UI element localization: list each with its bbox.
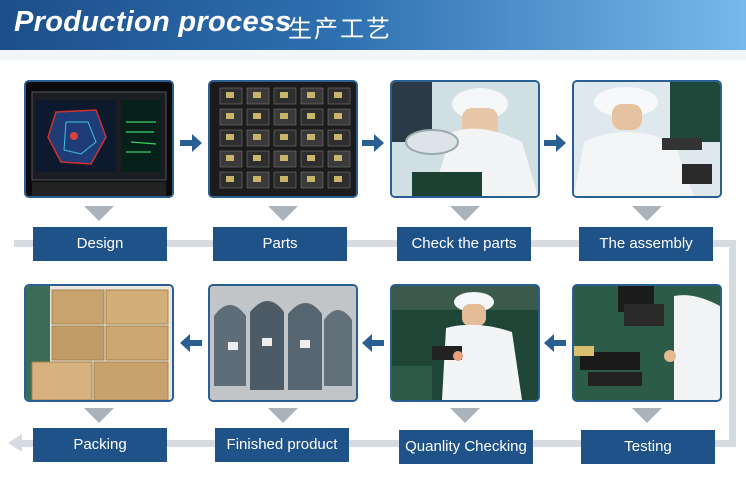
pointer-check-parts [450,206,480,221]
flow-arrowhead [8,434,22,452]
header-shadow [0,50,746,60]
step-label-packing: Packing [33,428,167,462]
pointer-testing [632,408,662,423]
photo-packing [24,284,174,402]
left-arrow-icon [362,334,384,352]
step-label-finished-product: Finished product [215,428,349,462]
flow-line-top [14,240,736,247]
pointer-quality-checking [450,408,480,423]
pointer-assembly [632,206,662,221]
photo-assembly [572,80,722,198]
step-label-check-parts: Check the parts [397,227,531,261]
step-label-parts: Parts [213,227,347,261]
pointer-parts [268,206,298,221]
photo-testing [572,284,722,402]
step-label-testing: Testing [581,430,715,464]
pointer-design [84,206,114,221]
flow-line-right [729,240,736,447]
step-label-assembly: The assembly [579,227,713,261]
left-arrow-icon [544,334,566,352]
pointer-packing [84,408,114,423]
photo-design [24,80,174,198]
right-arrow-icon [544,134,566,152]
flow-line-bottom [22,440,736,447]
header-banner: Production process 生产工艺 [0,0,746,50]
step-label-design: Design [33,227,167,261]
pointer-finished-product [268,408,298,423]
right-arrow-icon [180,134,202,152]
photo-finished-product [208,284,358,402]
photo-parts [208,80,358,198]
page-title: Production process [14,6,292,38]
right-arrow-icon [362,134,384,152]
step-label-quality-checking: Quanlity Checking [399,430,533,464]
photo-quality-checking [390,284,540,402]
photo-check-parts [390,80,540,198]
left-arrow-icon [180,334,202,352]
page-title-chinese: 生产工艺 [288,15,392,43]
